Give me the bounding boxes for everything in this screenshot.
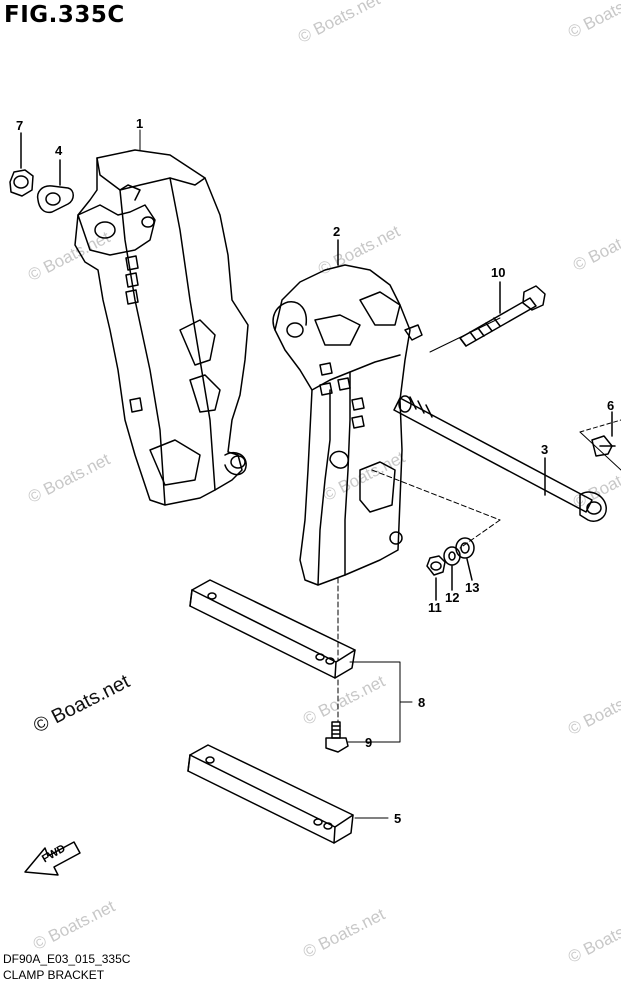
bolt-9 [325, 721, 349, 753]
washer-12 [443, 546, 461, 591]
shaft-3 [393, 395, 607, 522]
washer-13 [455, 537, 475, 581]
nut-11 [426, 555, 446, 601]
clamp-bracket-left [74, 149, 249, 506]
callout-11: 11 [428, 600, 442, 615]
figure-title: FIG.335C [4, 2, 125, 28]
callout-5: 5 [394, 811, 401, 826]
callout-2: 2 [333, 224, 340, 239]
callout-6: 6 [607, 398, 614, 413]
callout-3: 3 [541, 442, 548, 457]
leader-lines [139, 129, 501, 819]
bolt-10 [459, 281, 546, 347]
figure-caption: CLAMP BRACKET [3, 968, 105, 982]
plate-5 [187, 744, 354, 844]
plate-4 [36, 159, 74, 214]
callout-10: 10 [491, 265, 505, 280]
callout-8: 8 [418, 695, 425, 710]
callout-labels: 1 2 3 4 5 6 7 8 9 10 11 12 13 [16, 116, 614, 826]
callout-9: 9 [365, 735, 372, 750]
callout-12: 12 [445, 590, 459, 605]
nut-7 [9, 132, 34, 197]
callout-13: 13 [465, 580, 479, 595]
callout-7: 7 [16, 118, 23, 133]
callout-4: 4 [55, 143, 63, 158]
clamp-bracket-right [272, 239, 423, 586]
grease-fitting-6 [579, 411, 621, 471]
callout-1: 1 [136, 116, 143, 131]
figure-code: DF90A_E03_015_335C [3, 952, 131, 966]
spacer-plate-upper [189, 579, 356, 679]
fwd-arrow-icon [24, 841, 81, 876]
